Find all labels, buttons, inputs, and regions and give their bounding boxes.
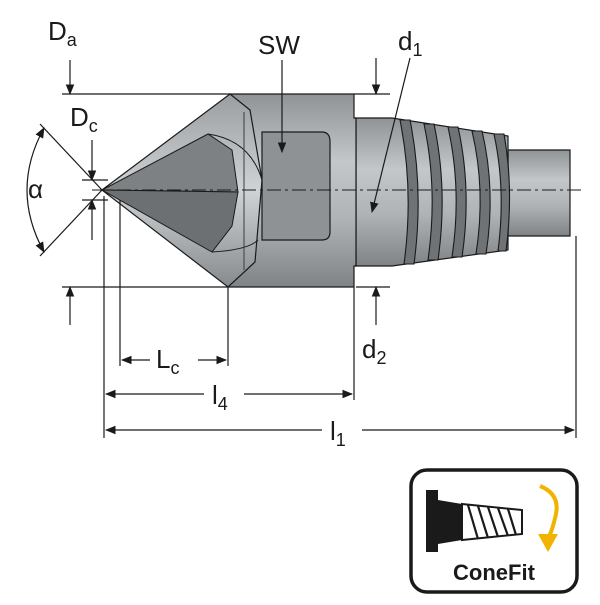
label-sw: SW [258,30,300,60]
label-alpha: α [28,174,43,204]
rotation-arrow-icon [538,484,559,552]
label-l4: l4 [212,380,228,414]
conefit-badge: ConeFit [409,468,579,594]
label-lc: Lc [156,344,179,378]
dimension-labels: Da Dc α SW d1 d2 Lc l4 l1 [28,16,422,450]
flute-facet [101,189,239,253]
label-d2: d2 [362,334,386,368]
flute-edge [207,133,263,181]
badge-label: ConeFit [453,560,536,585]
thread-grooves [399,119,511,265]
label-d1: d1 [398,26,422,60]
shank [507,149,571,237]
wrench-flat [261,131,331,241]
flute-edge [211,239,259,253]
tool-body [92,93,582,288]
label-dc: Dc [70,102,98,136]
conefit-icon [426,490,523,552]
label-l1: l1 [330,416,346,450]
label-da: Da [48,16,78,50]
